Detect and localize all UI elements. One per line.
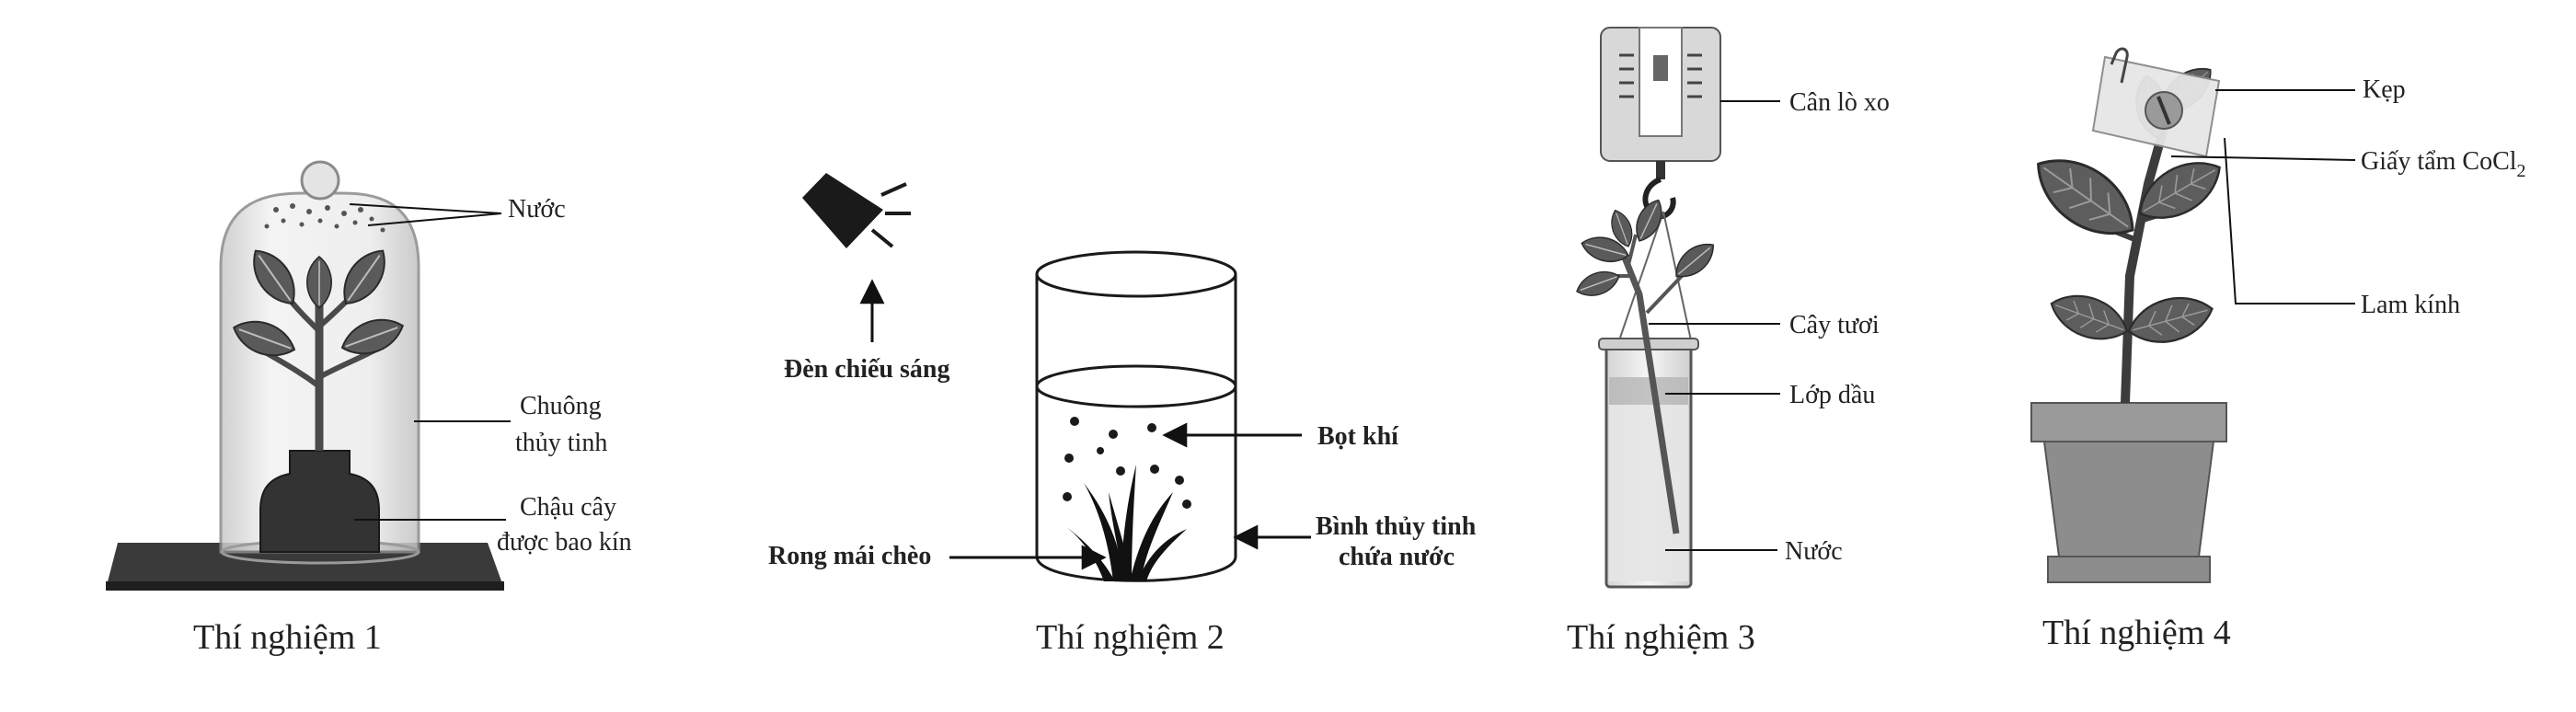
- label-bell-line1: Chuông: [520, 392, 602, 420]
- experiment-4: Kẹp Giấy tẩm CoCl2 Lam kính Thí nghiệm 4: [2020, 47, 2526, 652]
- base-board: [106, 543, 504, 589]
- caption-1: Thí nghiệm 1: [193, 618, 382, 657]
- label-clip: Kẹp: [2363, 75, 2406, 104]
- spring-scale: [1600, 27, 1721, 220]
- label-pot-line1: Chậu cây: [520, 493, 616, 522]
- label-pot-line2: được bao kín: [497, 528, 632, 557]
- label-water-1: Nước: [508, 195, 566, 224]
- experiment-1: Nước Chuông thủy tinh Chậu cây được bao …: [106, 160, 632, 657]
- label-oil-layer: Lớp dầu: [1789, 381, 1875, 409]
- caption-4: Thí nghiệm 4: [2042, 614, 2231, 652]
- label-seaweed: Rong mái chèo: [768, 542, 931, 570]
- glass-jar: [1035, 250, 1237, 582]
- seaweed: [1065, 465, 1187, 581]
- plant-1: [227, 241, 409, 451]
- caption-2: Thí nghiệm 2: [1036, 618, 1225, 657]
- caption-3: Thí nghiệm 3: [1567, 618, 1755, 657]
- label-lamp: Đèn chiếu sáng: [784, 355, 949, 384]
- experiment-2: Đèn chiếu sáng Bọt khí Rong mái: [768, 173, 1477, 657]
- label-fresh-plant: Cây tươi: [1789, 311, 1880, 339]
- lamp-icon: [802, 173, 911, 248]
- plant-3: [1572, 195, 1721, 534]
- gas-bubbles: [1063, 417, 1191, 509]
- label-cocl2-subscript: 2: [2517, 161, 2526, 181]
- label-jar-line2: chứa nước: [1339, 543, 1455, 571]
- label-bubbles: Bọt khí: [1317, 422, 1399, 451]
- label-cocl2-paper: Giấy tẩm CoCl2: [2361, 147, 2526, 181]
- sealed-pot: [259, 450, 380, 553]
- label-bell-line2: thủy tinh: [515, 429, 607, 457]
- label-scale: Cân lò xo: [1789, 88, 1890, 117]
- clip-icon: [2110, 47, 2129, 84]
- cobalt-paper-slide: [2091, 47, 2221, 158]
- water-droplets: [264, 203, 385, 233]
- label-water-3: Nước: [1785, 537, 1843, 566]
- experiment-3: Cân lò xo Cây tươi Lớp dầu Nước Thí nghi…: [1567, 27, 1890, 657]
- flower-pot: [2030, 402, 2227, 583]
- test-tube: [1598, 338, 1699, 589]
- bell-knob: [300, 160, 340, 201]
- label-jar-line1: Bình thủy tinh: [1316, 512, 1477, 541]
- label-glass-slide: Lam kính: [2361, 291, 2460, 319]
